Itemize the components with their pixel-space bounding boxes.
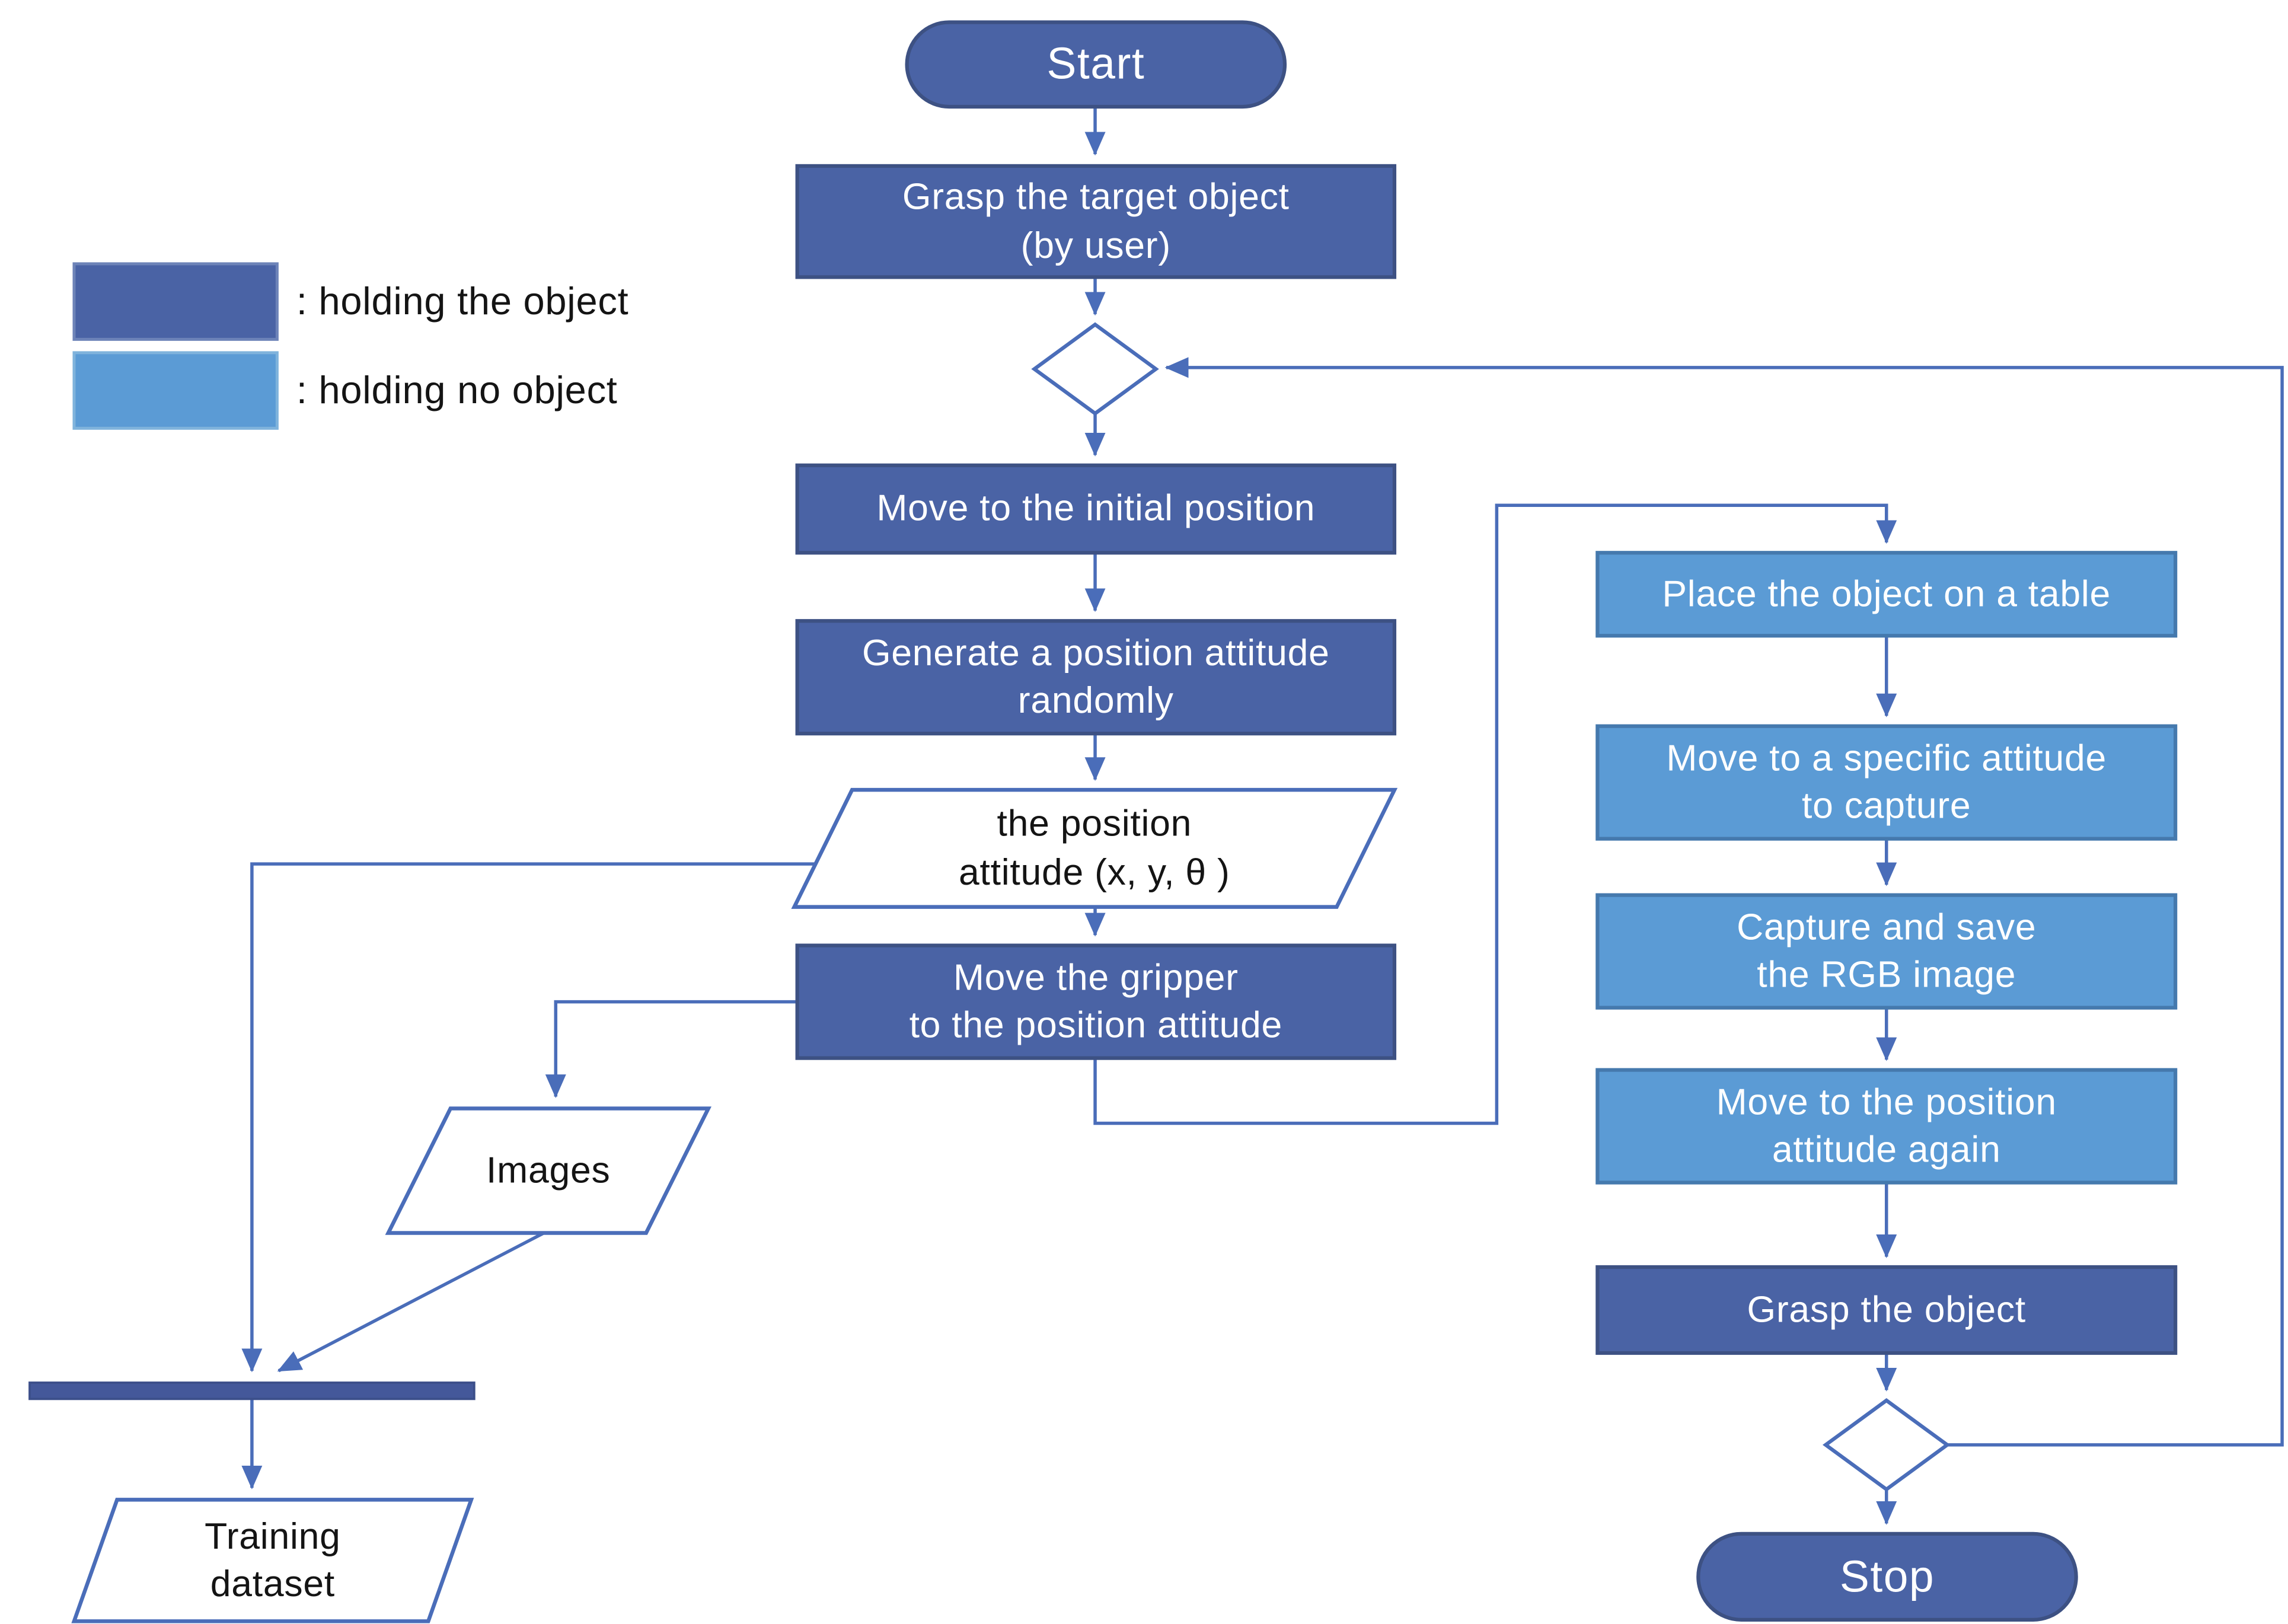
merge-join-bar <box>28 1381 476 1400</box>
images-parallelogram <box>385 1106 711 1235</box>
training-dataset-label: Training dataset <box>205 1515 341 1605</box>
connector-gripper-to-place <box>1093 503 1897 1125</box>
move-initial-box-shape <box>795 463 1397 555</box>
move-again-box-shape <box>1595 1068 2178 1185</box>
grasp-target-box-shape <box>795 164 1397 279</box>
legend-label-holding-object: : holding the object <box>296 278 629 323</box>
start-label: Start <box>1046 40 1145 89</box>
capture-save-box-shape <box>1595 893 2178 1010</box>
move-specific-label: Move to a specific attitude to capture <box>1666 737 2107 827</box>
training-dataset-parallelogram <box>71 1498 474 1623</box>
stop-terminator-shape <box>1696 1532 2078 1622</box>
move-initial-label: Move to the initial position <box>876 487 1316 529</box>
grasp-object-box-shape <box>1595 1265 2178 1355</box>
move-gripper-label: Move the gripper to the position attitud… <box>909 956 1282 1046</box>
grasp-target-label: Grasp the target object (by user) <box>902 176 1290 266</box>
connector-loop-back <box>1164 357 2284 1447</box>
position-attitude-parallelogram <box>791 787 1398 909</box>
images-label: Images <box>486 1149 611 1191</box>
position-attitude-label: the position attitude (x, y, θ ) <box>958 803 1230 893</box>
legend-swatch-holding-no-object <box>72 351 279 430</box>
top-decision-diamond <box>1031 322 1159 416</box>
connector-gripper-to-images <box>545 1000 797 1099</box>
start-terminator-shape <box>905 20 1287 109</box>
legend-label-holding-no-object: : holding no object <box>296 367 618 412</box>
generate-random-label: Generate a position attitude randomly <box>861 631 1330 722</box>
connector-attitude-to-merge-bar <box>241 862 815 1373</box>
move-specific-box-shape <box>1595 724 2178 841</box>
connector-images-to-merge-bar <box>277 1231 545 1373</box>
stop-label: Stop <box>1839 1552 1935 1601</box>
move-gripper-box-shape <box>795 943 1397 1060</box>
legend-swatch-holding-object <box>72 262 279 341</box>
grasp-object-label: Grasp the object <box>1747 1288 2026 1331</box>
capture-save-label: Capture and save the RGB image <box>1737 906 2037 996</box>
bottom-decision-diamond <box>1822 1398 1951 1492</box>
move-again-label: Move to the position attitude again <box>1716 1081 2057 1171</box>
place-object-label: Place the object on a table <box>1662 573 2111 615</box>
place-object-box-shape <box>1595 551 2178 638</box>
generate-random-box-shape <box>795 619 1397 736</box>
